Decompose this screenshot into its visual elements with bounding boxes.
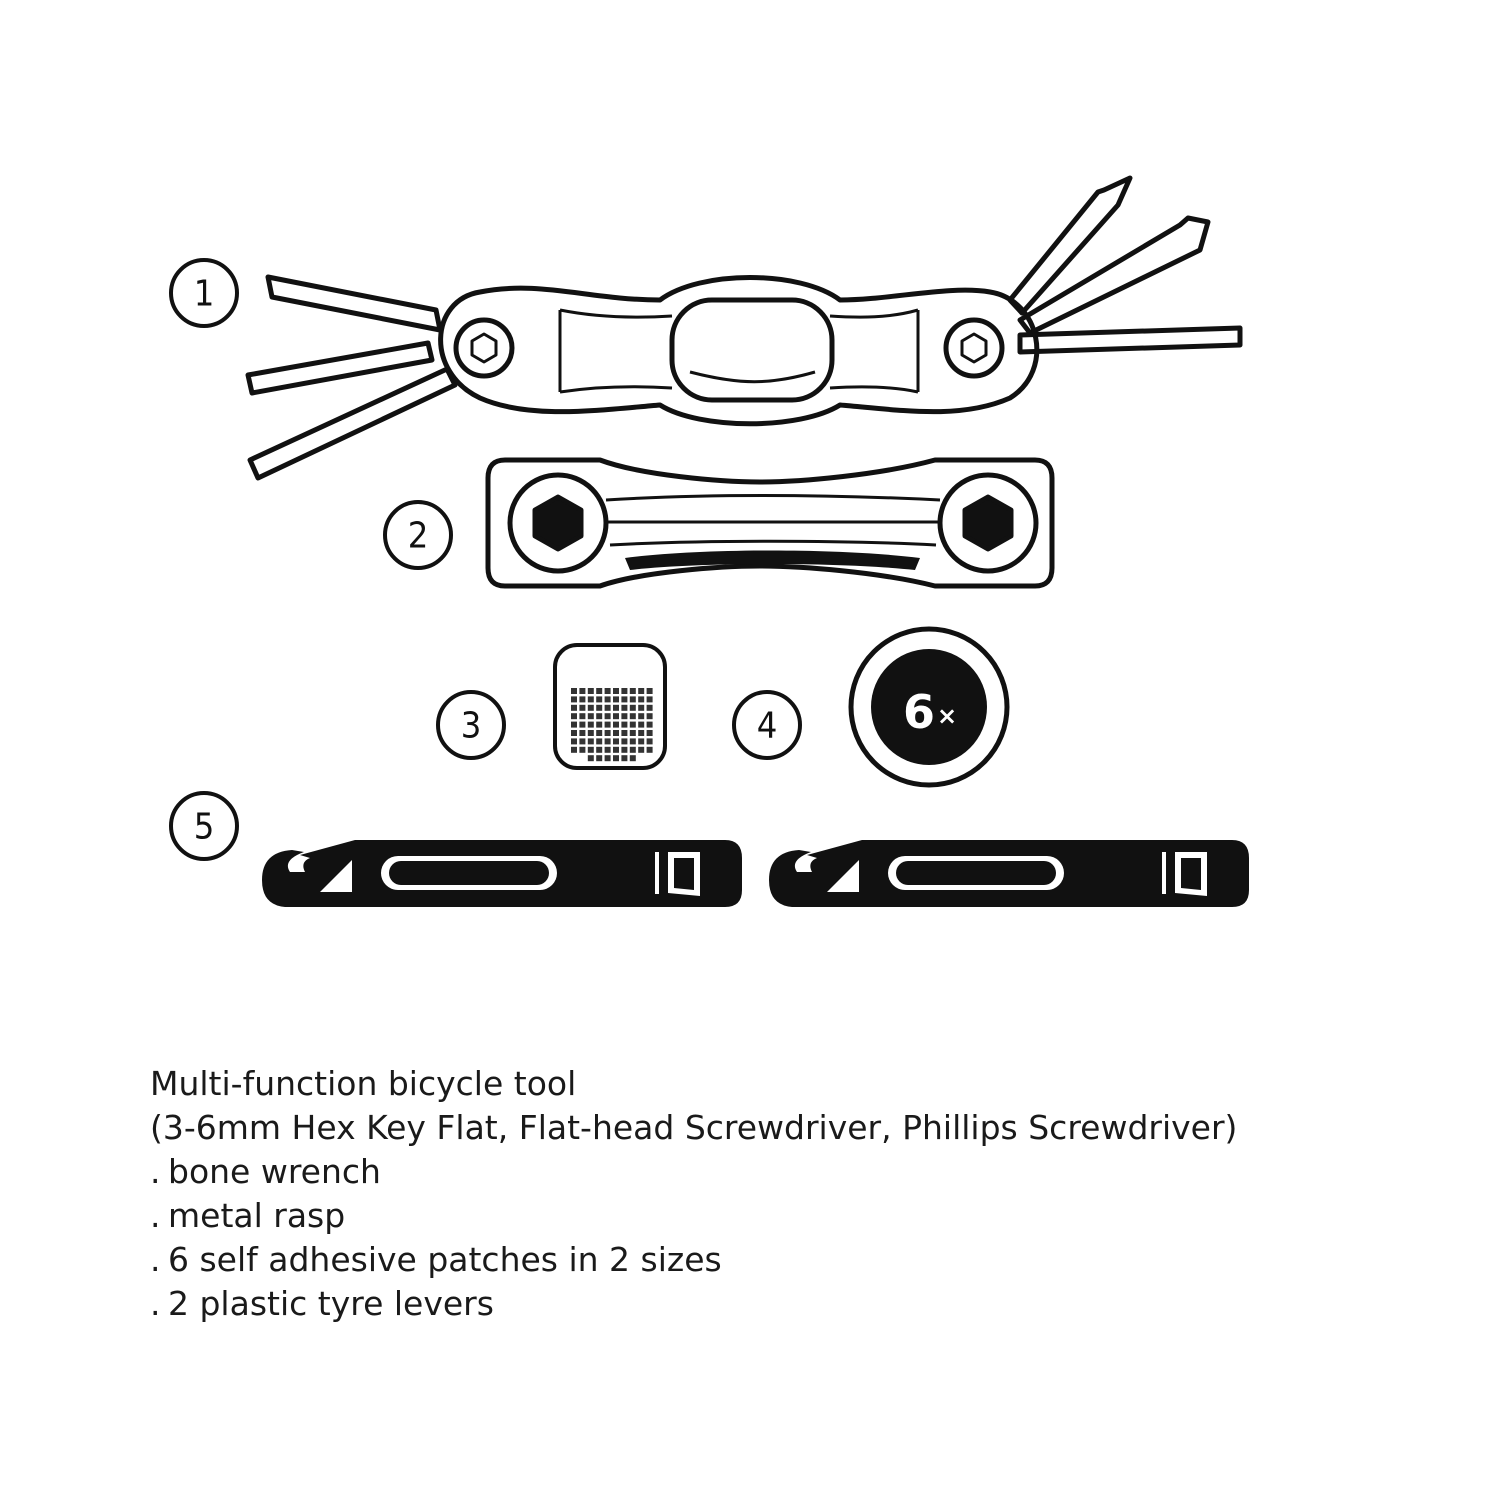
product-description: Multi-function bicycle tool (3-6mm Hex K… [150, 1062, 1450, 1326]
tyre-lever-left-grip-inner [674, 858, 694, 890]
socket-right-hex-icon [962, 494, 1014, 552]
socket-left-hex-icon [532, 494, 584, 552]
metal-rasp-grid-icon [571, 688, 653, 762]
bolt-right-hex-icon [960, 332, 988, 364]
tyre-lever-right-grip-line [1162, 852, 1166, 894]
tyre-lever-left [262, 840, 742, 907]
multi-tool-center-plate [669, 297, 835, 403]
multi-tool [245, 175, 1243, 481]
caption-bullet: . [150, 1152, 161, 1191]
metal-rasp [553, 643, 667, 770]
label-1-text: 1 [194, 274, 215, 315]
tyre-lever-right-window-inner [896, 861, 1056, 885]
caption-item-text: 2 plastic tyre levers [168, 1284, 494, 1323]
hex-key-left-2 [245, 340, 435, 396]
caption-item: .2 plastic tyre levers [150, 1282, 1450, 1326]
caption-item-text: metal rasp [168, 1196, 346, 1235]
bone-wrench-body [485, 457, 1055, 589]
bolt-left-hex-icon [470, 332, 498, 364]
tyre-lever-right-notch [827, 860, 859, 892]
patch-count-suffix: × [937, 702, 957, 730]
hex-key-right [1017, 325, 1243, 355]
bone-wrench [485, 457, 1055, 589]
tyre-lever-right [769, 840, 1249, 907]
label-2: 2 [383, 500, 453, 570]
caption-subtitle: (3-6mm Hex Key Flat, Flat-head Screwdriv… [150, 1108, 1238, 1147]
multi-tool-body [438, 275, 1040, 427]
bone-wrench-slot [625, 550, 920, 570]
label-4: 4 [732, 690, 802, 760]
label-5-text: 5 [194, 807, 215, 848]
multi-tool-body-inner [558, 308, 920, 394]
multi-tool-center-shade [689, 370, 816, 384]
label-2-text: 2 [408, 516, 429, 557]
caption-bullet: . [150, 1284, 161, 1323]
screwdriver-phillips [1017, 215, 1211, 336]
label-3: 3 [436, 690, 506, 760]
metal-rasp-body [553, 643, 667, 770]
tyre-lever-left-notch [320, 860, 352, 892]
caption-title: Multi-function bicycle tool [150, 1064, 577, 1103]
label-4-text: 4 [757, 706, 778, 747]
caption-item-text: 6 self adhesive patches in 2 sizes [168, 1240, 722, 1279]
caption-bullet: . [150, 1196, 161, 1235]
hex-key-left-1 [265, 274, 443, 333]
hex-key-left-3 [247, 366, 458, 481]
tyre-lever-left-grip-line [655, 852, 659, 894]
patches: 6 × [848, 626, 1010, 788]
caption-item: .metal rasp [150, 1194, 1450, 1238]
bolt-left [453, 317, 515, 379]
tyre-lever-left-window-inner [389, 861, 549, 885]
patch-count: 6 [903, 685, 935, 739]
caption-bullet: . [150, 1240, 161, 1279]
patch-inner [871, 649, 987, 765]
bolt-right [943, 317, 1005, 379]
caption-item: .bone wrench [150, 1150, 1450, 1194]
caption-item-text: bone wrench [168, 1152, 381, 1191]
bone-wrench-grooves [605, 494, 941, 547]
label-1: 1 [169, 258, 239, 328]
patch-outer [848, 626, 1010, 788]
tyre-lever-right-grip-inner [1181, 858, 1201, 890]
caption-item: .6 self adhesive patches in 2 sizes [150, 1238, 1450, 1282]
label-3-text: 3 [461, 706, 482, 747]
label-5: 5 [169, 791, 239, 861]
